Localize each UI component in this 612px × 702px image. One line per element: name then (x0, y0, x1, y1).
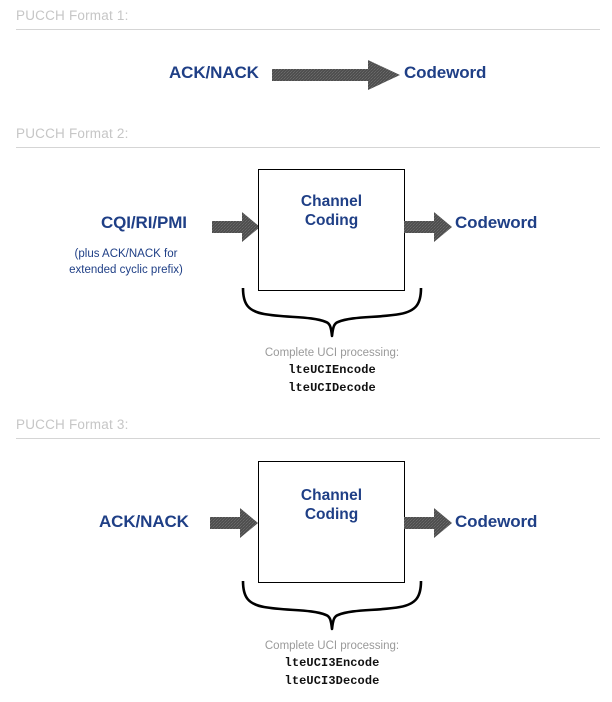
arrow-right-icon-format-3-out (404, 508, 452, 538)
caption-format-2: Complete UCI processing: lteUCIEncode lt… (232, 345, 432, 397)
input-label-format-3: ACK/NACK (99, 512, 189, 531)
section-rule-format-2 (16, 147, 600, 148)
arrow-right-icon-format-1 (272, 60, 400, 90)
channel-coding-box-format-2: Channel Coding (258, 169, 405, 291)
section-title-format-1: PUCCH Format 1: (16, 8, 129, 23)
channel-coding-label-line1-format-3: Channel (300, 487, 363, 504)
caption-format-3: Complete UCI processing: lteUCI3Encode l… (232, 638, 432, 690)
curly-brace-icon-format-3 (240, 581, 424, 631)
section-header-format-2: PUCCH Format 2: (16, 126, 600, 148)
channel-coding-label-line2-format-3: Coding (304, 506, 359, 523)
caption-function-encode-format-3: lteUCI3Encode (284, 656, 380, 670)
caption-function-decode-format-3: lteUCI3Decode (284, 674, 380, 688)
arrow-right-icon-format-3-in (210, 508, 258, 538)
curly-brace-icon-format-2 (240, 288, 424, 338)
section-rule-format-3 (16, 438, 600, 439)
input-label-format-2: CQI/RI/PMI (101, 213, 187, 232)
output-label-format-1: Codeword (404, 63, 487, 82)
section-rule-format-1 (16, 29, 600, 30)
section-header-format-1: PUCCH Format 1: (16, 8, 600, 30)
input-label-format-1: ACK/NACK (169, 63, 259, 82)
caption-function-decode-format-2: lteUCIDecode (288, 381, 376, 395)
input-sublabel-line1-format-2: (plus ACK/NACK for (74, 248, 178, 260)
output-label-format-2: Codeword (455, 213, 538, 232)
caption-note-format-2: Complete UCI processing: (264, 347, 400, 359)
section-title-format-3: PUCCH Format 3: (16, 417, 129, 432)
output-label-format-3: Codeword (455, 512, 538, 531)
channel-coding-label-line1-format-2: Channel (300, 193, 363, 210)
caption-note-format-3: Complete UCI processing: (264, 640, 400, 652)
section-title-format-2: PUCCH Format 2: (16, 126, 129, 141)
input-sublabel-line2-format-2: extended cyclic prefix) (69, 264, 183, 276)
arrow-right-icon-format-2-in (212, 212, 260, 242)
caption-function-encode-format-2: lteUCIEncode (288, 363, 376, 377)
channel-coding-box-format-3: Channel Coding (258, 461, 405, 583)
arrow-right-icon-format-2-out (404, 212, 452, 242)
channel-coding-label-line2-format-2: Coding (304, 212, 359, 229)
section-header-format-3: PUCCH Format 3: (16, 417, 600, 439)
